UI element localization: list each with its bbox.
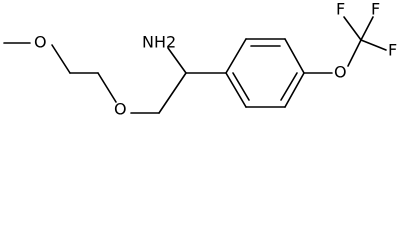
bond-oxygen-cf3 bbox=[347, 39, 362, 67]
ring-double-bond-left bbox=[232, 72, 250, 101]
bond-cf3-f1 bbox=[343, 16, 362, 41]
ring-double-bond-right bbox=[280, 72, 298, 101]
ring-bond-6 bbox=[225, 72, 247, 108]
bond-chiral-amine bbox=[167, 47, 187, 74]
methoxy-oxygen-label: O bbox=[34, 33, 47, 52]
ring-bond-1 bbox=[225, 38, 247, 74]
bond-o-ch2-a bbox=[51, 44, 71, 74]
fluorine-label-2: F bbox=[371, 0, 380, 19]
fluorine-label-3: F bbox=[388, 41, 397, 60]
ring-bond-4 bbox=[284, 72, 305, 108]
amine-label: NH2 bbox=[142, 33, 176, 52]
bond-cf3-f2 bbox=[360, 16, 374, 41]
bond-ch2-o-b bbox=[97, 72, 117, 103]
bond-ch2-chiral bbox=[158, 72, 187, 114]
benzene-ring bbox=[225, 38, 305, 108]
fluorine-label-1: F bbox=[336, 0, 345, 19]
ether-oxygen-label: O bbox=[114, 100, 127, 119]
chemical-structure-diagram: O O NH2 O F F F bbox=[3, 0, 397, 119]
bond-cf3-f3 bbox=[360, 39, 387, 51]
aryl-oxygen-label: O bbox=[334, 63, 347, 82]
ring-bond-3 bbox=[284, 38, 305, 74]
